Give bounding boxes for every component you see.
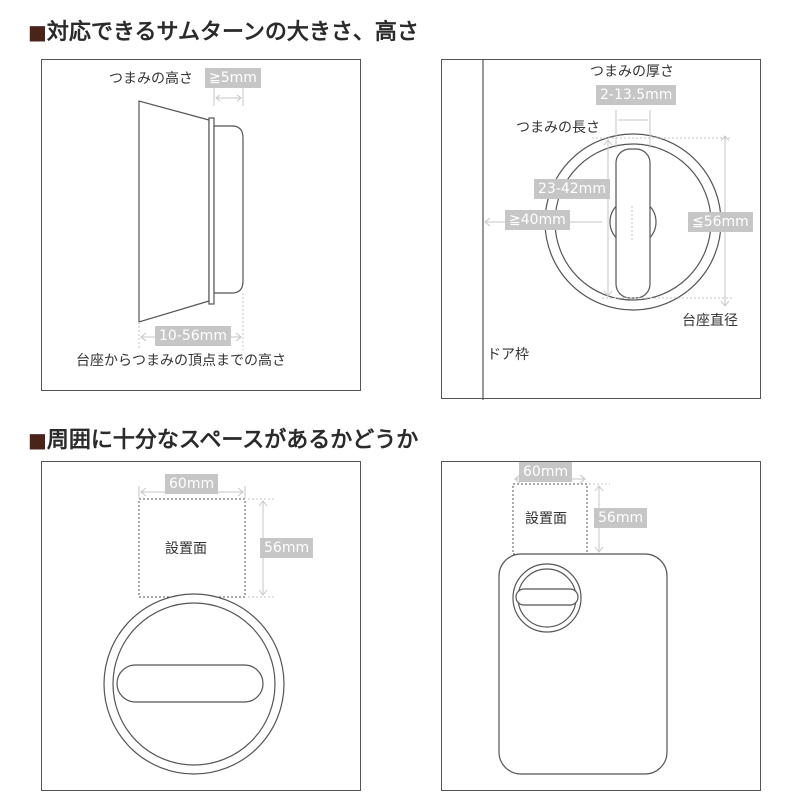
knob-thickness-value: 2-13.5mm [596, 85, 677, 105]
total-height-value: 10-56mm [155, 326, 231, 346]
section-title-size-text: 対応できるサムターンの大きさ、高さ [46, 19, 419, 45]
door-frame-gap-value: ≧40mm [505, 210, 570, 230]
knob-height-label: つまみの高さ [109, 71, 193, 87]
knob-height-value: ≧5mm [205, 68, 261, 88]
height-value: 56mm [260, 538, 314, 558]
install-area-label: 設置面 [165, 541, 207, 557]
knob-shape [213, 125, 244, 294]
install-area-label: 設置面 [525, 511, 567, 527]
knob-shape [615, 148, 651, 299]
door-frame-label: ドア枠 [487, 347, 529, 363]
section-mark: ■ [28, 20, 47, 44]
install-area-box [138, 498, 246, 598]
width-value: 60mm [519, 462, 573, 482]
panel-side-view: つまみの高さ ≧5mm 10-56mm 台座からつまみの頂点までの高さ [41, 59, 361, 391]
section-title-space-text: 周囲に十分なスペースがあるかどうか [46, 427, 419, 453]
panel-space-round: 60mm 56mm 設置面 [41, 461, 361, 791]
knob-thickness-label: つまみの厚さ [590, 64, 674, 80]
base-diameter-label: 台座直径 [682, 313, 738, 329]
knob-length-label: つまみの長さ [516, 120, 600, 136]
base-rim-shape [208, 117, 215, 305]
height-value: 56mm [594, 508, 648, 528]
base-inner-circle [112, 602, 276, 766]
base-diameter-value: ≦56mm [688, 212, 753, 232]
space-rect-drawing [498, 474, 668, 775]
knob-shape [116, 664, 264, 703]
total-height-caption: 台座からつまみの頂点までの高さ [76, 353, 286, 369]
section-mark: ■ [28, 428, 47, 452]
knob-length-value: 23-42mm [534, 179, 610, 199]
knob-shape [515, 588, 579, 606]
section-title-size: ■対応できるサムターンの大きさ、高さ [28, 14, 419, 46]
panel-space-rect: 60mm 56mm 設置面 [441, 461, 761, 791]
panel-front-view: つまみの厚さ 2-13.5mm つまみの長さ 23-42mm ≧40mm ≦56… [441, 59, 761, 400]
base-plate-shape [138, 100, 210, 323]
section-title-space: ■周囲に十分なスペースがあるかどうか [28, 422, 418, 454]
width-value: 60mm [165, 474, 219, 494]
install-area-box [512, 483, 588, 555]
space-round-drawing [103, 486, 285, 775]
